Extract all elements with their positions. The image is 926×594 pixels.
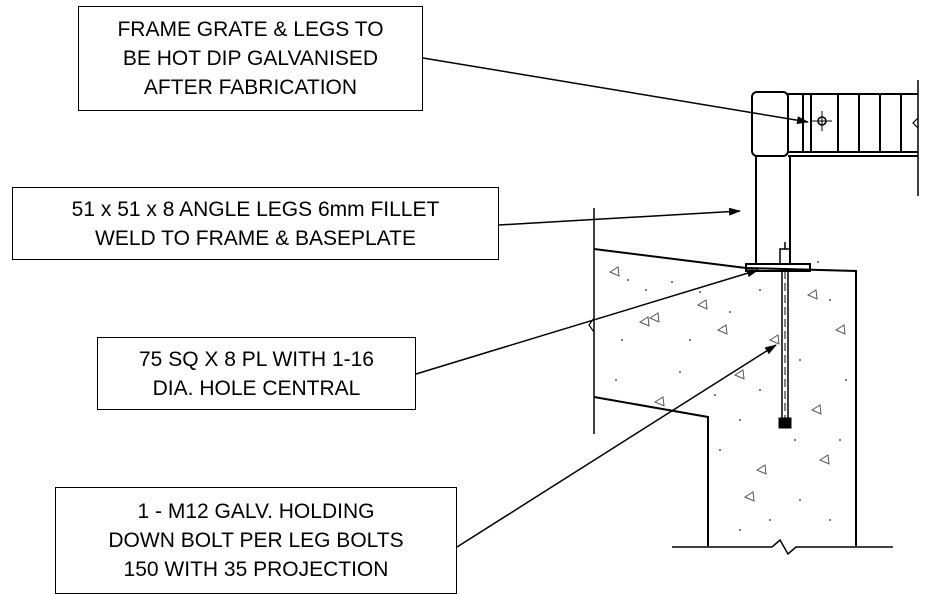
note-line: FRAME GRATE & LEGS TO [117, 18, 384, 41]
note-line: DIA. HOLE CENTRAL [152, 376, 361, 400]
note-line: 150 WITH 35 PROJECTION [123, 558, 389, 581]
leader-lines [415, 57, 809, 548]
leader-angle-legs [498, 207, 741, 226]
note-frame-grate: FRAME GRATE & LEGS TO BE HOT DIP GALVANI… [78, 6, 423, 111]
concrete-dots [615, 261, 847, 531]
note-line: BE HOT DIP GALVANISED [122, 47, 379, 70]
note-line: DOWN BOLT PER LEG BOLTS [108, 529, 404, 552]
grating-fixing [812, 111, 832, 131]
note-line: 1 - M12 GALV. HOLDING [137, 500, 375, 523]
note-baseplate: 75 SQ X 8 PL WITH 1-16 DIA. HOLE CENTRAL [97, 337, 416, 410]
leader-frame-grate [422, 57, 809, 125]
concrete-aggregate [608, 266, 846, 502]
angle-leg [755, 156, 791, 264]
note-line: AFTER FABRICATION [143, 76, 358, 99]
note-holding-down-bolt: 1 - M12 GALV. HOLDING DOWN BOLT PER LEG … [55, 487, 457, 594]
leader-baseplate [415, 269, 759, 375]
grating-bars [802, 94, 902, 152]
note-line: 51 x 51 x 8 ANGLE LEGS 6mm FILLET [71, 197, 440, 221]
note-line: WELD TO FRAME & BASEPLATE [95, 226, 416, 250]
note-angle-legs: 51 x 51 x 8 ANGLE LEGS 6mm FILLET WELD T… [12, 187, 499, 260]
grating-frame [751, 80, 919, 196]
note-line: 75 SQ X 8 PL WITH 1-16 [139, 347, 374, 371]
leader-bolt [456, 344, 777, 548]
holding-down-bolt [778, 242, 792, 429]
concrete-plinth [588, 208, 893, 556]
